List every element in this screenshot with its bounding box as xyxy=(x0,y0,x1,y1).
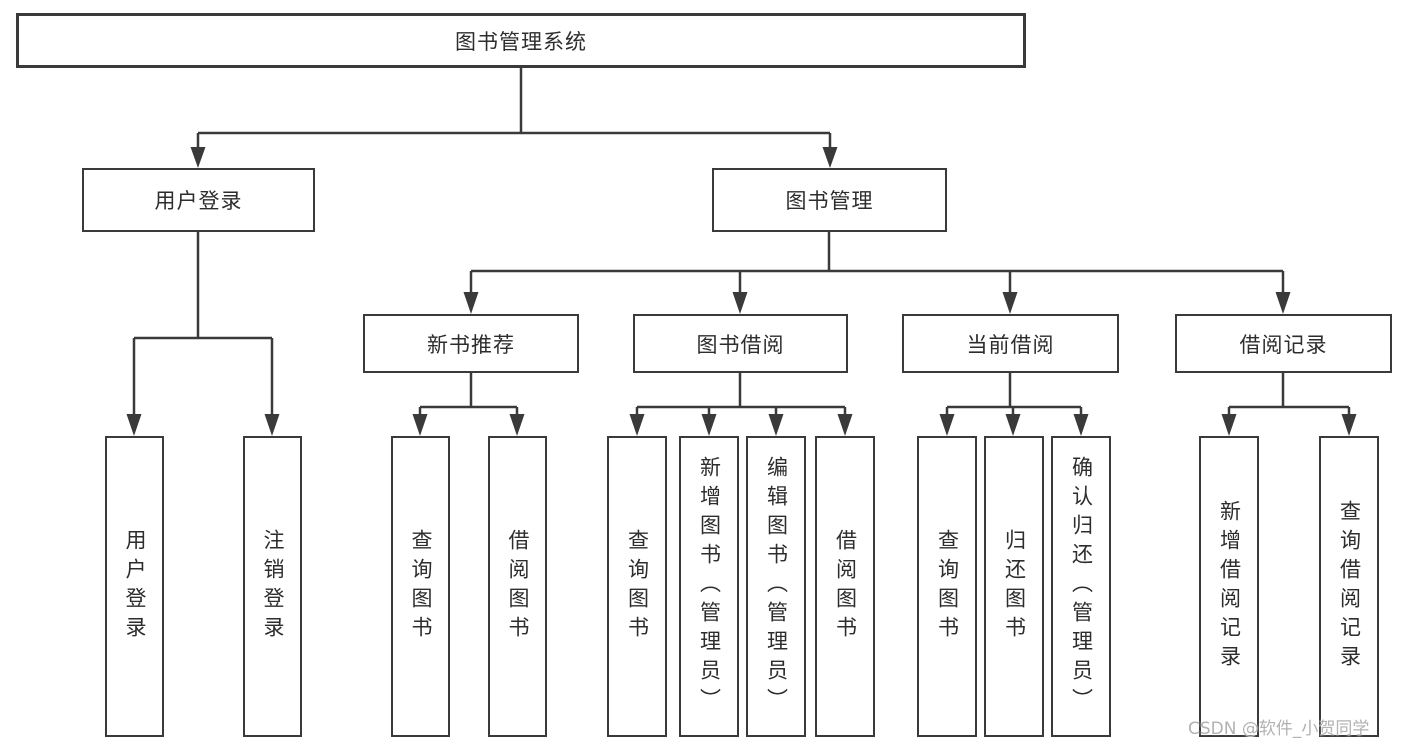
node-borrowing-records: 借阅记录 xyxy=(1175,314,1392,373)
arrowhead-icon xyxy=(629,414,645,436)
node-label: 用户登录 xyxy=(154,189,243,213)
connector-new-book-recommendation-children xyxy=(412,373,525,436)
node-label: 借阅记录 xyxy=(1239,332,1328,357)
node-label: 新增图书（管理员） xyxy=(697,456,722,717)
node-label: 用户登录 xyxy=(123,528,147,645)
node-label: 查询借阅记录 xyxy=(1337,499,1362,674)
arrowhead-icon xyxy=(768,414,784,436)
arrowhead-icon xyxy=(412,414,428,436)
arrowhead-icon xyxy=(1073,414,1089,436)
arrowhead-icon xyxy=(732,292,748,314)
connector-current-borrowing-children xyxy=(939,373,1089,436)
connector-root-to-level2 xyxy=(190,68,838,168)
node-label: 借阅图书 xyxy=(833,528,858,645)
node-label: 新书推荐 xyxy=(427,332,515,357)
node-label: 查询图书 xyxy=(409,528,433,645)
node-label: 图书管理 xyxy=(785,189,874,213)
node-label: 注销登录 xyxy=(261,528,285,645)
arrowhead-icon xyxy=(126,414,142,436)
leaf-return-books: 归还图书 xyxy=(984,436,1044,737)
node-label: 确认归还（管理员） xyxy=(1069,456,1094,717)
node-label: 图书借阅 xyxy=(696,332,785,357)
arrowhead-icon xyxy=(1341,414,1357,436)
node-new-book-recommendation: 新书推荐 xyxy=(363,314,579,373)
node-label: 查询图书 xyxy=(935,528,960,645)
arrowhead-icon xyxy=(1002,292,1018,314)
node-label: 查询图书 xyxy=(625,528,650,645)
connector-book-management-children xyxy=(463,232,1291,314)
node-label: 编辑图书（管理员） xyxy=(764,456,789,717)
leaf-borrow-books-recommend: 借阅图书 xyxy=(488,436,547,737)
leaf-confirm-return-admin: 确认归还（管理员） xyxy=(1051,436,1111,737)
node-user-login: 用户登录 xyxy=(82,168,315,232)
leaf-borrow-books-borrowing: 借阅图书 xyxy=(815,436,875,737)
connector-user-login-children xyxy=(126,232,280,436)
leaf-logout-login: 注销登录 xyxy=(243,436,302,737)
arrowhead-icon xyxy=(1275,292,1291,314)
arrowhead-icon xyxy=(264,414,280,436)
node-library-management-system: 图书管理系统 xyxy=(16,13,1026,68)
arrowhead-icon xyxy=(822,147,838,168)
node-label: 新增借阅记录 xyxy=(1217,499,1242,674)
arrowhead-icon xyxy=(701,414,717,436)
arrowhead-icon xyxy=(190,147,206,168)
arrowhead-icon xyxy=(509,414,525,436)
node-label: 当前借阅 xyxy=(966,332,1055,357)
arrowhead-icon xyxy=(939,414,955,436)
arrowhead-icon xyxy=(837,414,853,436)
node-book-management: 图书管理 xyxy=(712,168,947,232)
node-label: 归还图书 xyxy=(1002,528,1027,645)
leaf-edit-books-admin: 编辑图书（管理员） xyxy=(746,436,806,737)
leaf-query-books-current: 查询图书 xyxy=(917,436,977,737)
leaf-add-books-admin: 新增图书（管理员） xyxy=(679,436,739,737)
node-book-borrowing: 图书借阅 xyxy=(633,314,848,373)
leaf-user-login: 用户登录 xyxy=(105,436,164,737)
connector-borrowing-records-children xyxy=(1221,373,1357,436)
node-label: 借阅图书 xyxy=(506,528,530,645)
csdn-watermark: CSDN @软件_小贺同学 xyxy=(1188,719,1370,739)
leaf-add-borrow-record: 新增借阅记录 xyxy=(1199,436,1259,737)
leaf-query-books-recommend: 查询图书 xyxy=(391,436,450,737)
arrowhead-icon xyxy=(1005,414,1021,436)
node-current-borrowing: 当前借阅 xyxy=(902,314,1119,373)
leaf-query-borrow-record: 查询借阅记录 xyxy=(1319,436,1379,737)
leaf-query-books-borrowing: 查询图书 xyxy=(607,436,667,737)
arrowhead-icon xyxy=(463,292,479,314)
arrowhead-icon xyxy=(1221,414,1237,436)
node-label: 图书管理系统 xyxy=(455,29,587,54)
connector-book-borrowing-children xyxy=(629,373,853,436)
